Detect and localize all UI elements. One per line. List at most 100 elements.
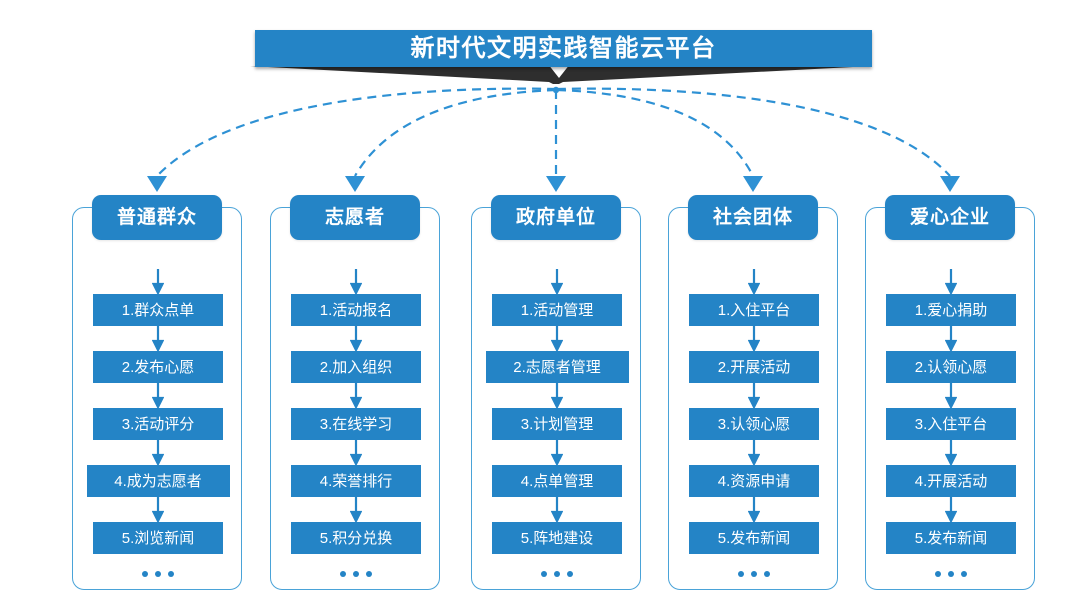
step-box[interactable]: 4.成为志愿者 [86,465,230,497]
arrow-down-icon [551,269,563,294]
column-header-5[interactable]: 爱心企业 [885,195,1015,240]
column-header-4[interactable]: 社会团体 [688,195,818,240]
step-box[interactable]: 5.阵地建设 [492,522,622,554]
step-box[interactable]: 2.开展活动 [689,351,819,383]
dot-icon [168,571,174,577]
step-box[interactable]: 1.活动管理 [492,294,622,326]
column-social-group[interactable]: 社会团体 1.入住平台 2.开展活动 3.认领心愿 4.资源申请 5.发布新闻 [668,195,839,590]
arrow-down-icon [152,440,164,465]
column-body-1: 1.群众点单 2.发布心愿 3.活动评分 4.成为志愿者 5.浏览新闻 [73,269,243,577]
arrowhead-column-1 [147,176,167,192]
column-government-unit[interactable]: 政府单位 1.活动管理 2.志愿者管理 3.计划管理 4.点单管理 5.阵地建设 [471,195,642,590]
arrowhead-column-4 [743,176,763,192]
column-body-3: 1.活动管理 2.志愿者管理 3.计划管理 4.点单管理 5.阵地建设 [472,269,642,577]
step-label: 5.发布新闻 [717,529,791,547]
step-label: 1.爱心捐助 [914,301,988,319]
step-box[interactable]: 1.活动报名 [291,294,421,326]
dot-icon [541,571,547,577]
step-box[interactable]: 1.爱心捐助 [886,294,1016,326]
column-caring-enterprise[interactable]: 爱心企业 1.爱心捐助 2.认领心愿 3.入住平台 4.开展活动 5.发布新闻 [865,195,1036,590]
column-header-label: 普通群众 [116,207,197,228]
arrow-down-icon [945,326,957,351]
arrow-down-icon [551,440,563,465]
step-label: 3.认领心愿 [717,415,791,433]
arrow-down-icon [350,497,362,522]
step-box[interactable]: 4.开展活动 [886,465,1016,497]
step-label: 2.开展活动 [717,358,791,376]
arrow-down-icon [152,269,164,294]
step-label: 4.点单管理 [520,472,594,490]
arrow-down-icon [152,497,164,522]
arrow-down-icon [748,497,760,522]
column-general-public[interactable]: 普通群众 1.群众点单 2.发布心愿 3.活动评分 4.成为志愿者 5.浏览新闻 [72,195,243,590]
step-label: 1.活动报名 [319,301,393,319]
arrow-down-icon [551,326,563,351]
step-label: 4.资源申请 [717,472,791,490]
arrow-down-icon [945,440,957,465]
step-box[interactable]: 4.资源申请 [689,465,819,497]
column-body-5: 1.爱心捐助 2.认领心愿 3.入住平台 4.开展活动 5.发布新闻 [866,269,1036,577]
platform-title-bar: 新时代文明实践智能云平台 [255,30,872,67]
step-label: 5.发布新闻 [914,529,988,547]
step-box[interactable]: 5.发布新闻 [689,522,819,554]
column-header-label: 爱心企业 [909,207,990,228]
step-label: 2.发布心愿 [121,358,195,376]
step-box[interactable]: 3.认领心愿 [689,408,819,440]
step-box[interactable]: 2.加入组织 [291,351,421,383]
step-label: 2.志愿者管理 [513,358,601,376]
dot-icon [142,571,148,577]
arrow-down-icon [945,497,957,522]
step-label: 3.在线学习 [319,415,393,433]
arrow-down-icon [152,383,164,408]
step-label: 3.活动评分 [121,415,195,433]
dot-icon [948,571,954,577]
step-label: 5.阵地建设 [520,529,594,547]
step-box[interactable]: 5.积分兑换 [291,522,421,554]
step-box[interactable]: 2.认领心愿 [886,351,1016,383]
dot-icon [751,571,757,577]
column-header-label: 社会团体 [712,207,793,228]
step-label: 2.加入组织 [319,358,393,376]
dot-icon [366,571,372,577]
arrow-down-icon [350,383,362,408]
step-box[interactable]: 5.浏览新闻 [93,522,223,554]
step-box[interactable]: 5.发布新闻 [886,522,1016,554]
dot-icon [935,571,941,577]
step-box[interactable]: 1.群众点单 [93,294,223,326]
step-label: 1.群众点单 [121,301,195,319]
step-label: 4.成为志愿者 [114,472,202,490]
arrow-down-icon [350,326,362,351]
column-header-1[interactable]: 普通群众 [92,195,222,240]
step-label: 4.荣誉排行 [319,472,393,490]
step-box[interactable]: 4.点单管理 [492,465,622,497]
step-box[interactable]: 2.发布心愿 [93,351,223,383]
more-indicator [340,571,372,577]
step-box[interactable]: 1.入住平台 [689,294,819,326]
step-box[interactable]: 3.活动评分 [93,408,223,440]
step-box[interactable]: 3.入住平台 [886,408,1016,440]
step-label: 5.积分兑换 [319,529,393,547]
arrow-down-icon [748,269,760,294]
column-header-3[interactable]: 政府单位 [491,195,621,240]
column-header-2[interactable]: 志愿者 [290,195,420,240]
step-label: 1.活动管理 [520,301,594,319]
arrow-down-icon [551,383,563,408]
platform-title-group: 新时代文明实践智能云平台 [0,0,1080,100]
more-indicator [935,571,967,577]
step-box[interactable]: 3.在线学习 [291,408,421,440]
connector-to-column-5 [556,87,951,177]
step-box[interactable]: 2.志愿者管理 [485,351,629,383]
column-header-label: 志愿者 [324,207,385,228]
column-body-4: 1.入住平台 2.开展活动 3.认领心愿 4.资源申请 5.发布新闻 [669,269,839,577]
more-indicator [142,571,174,577]
arrow-down-icon [748,326,760,351]
step-box[interactable]: 4.荣誉排行 [291,465,421,497]
connector-to-column-2 [354,88,557,177]
step-box[interactable]: 3.计划管理 [492,408,622,440]
arrowhead-column-2 [345,176,365,192]
arrow-down-icon [945,383,957,408]
arrow-down-icon [152,326,164,351]
column-volunteer[interactable]: 志愿者 1.活动报名 2.加入组织 3.在线学习 4.荣誉排行 5.积分兑换 [270,195,440,590]
dot-icon [738,571,744,577]
arrow-down-icon [748,440,760,465]
